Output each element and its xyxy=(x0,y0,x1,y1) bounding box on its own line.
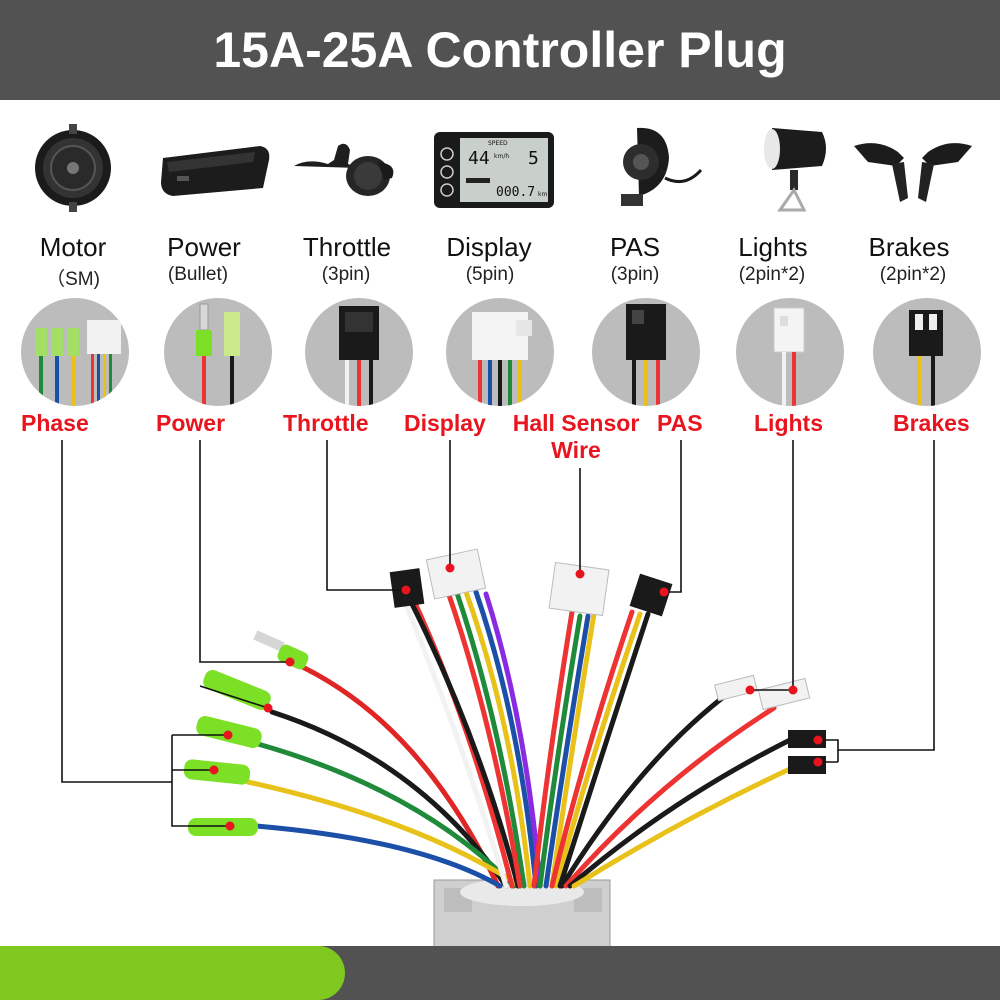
power-name: Power xyxy=(167,232,241,262)
pas-name: PAS xyxy=(609,232,661,262)
phase-plug-closeup xyxy=(21,298,129,406)
display-odo-unit: km xyxy=(538,191,547,198)
display-name: Display xyxy=(446,232,532,262)
throttle-sub: (3pin) xyxy=(321,264,371,285)
pas-sensor-icon xyxy=(605,118,715,218)
pas-sub: (3pin) xyxy=(610,264,660,285)
label-power: Power xyxy=(156,410,226,436)
hall-sensor-connector xyxy=(548,561,610,617)
wire-bundle xyxy=(245,587,795,889)
callout-dots xyxy=(209,563,823,831)
thumb-throttle-icon xyxy=(288,118,398,218)
throttle-plug-closeup xyxy=(305,298,413,406)
power-bullet-connector xyxy=(253,630,309,670)
phase-bullet-connectors xyxy=(183,670,271,836)
label-hall-wire: Wire xyxy=(551,437,601,463)
hub-motor-icon xyxy=(18,118,128,218)
power-plug-closeup xyxy=(164,298,272,406)
lights-plug-closeup xyxy=(736,298,844,406)
lights-sub: (2pin*2) xyxy=(738,264,806,285)
lights-connectors xyxy=(714,674,811,711)
power-sub: (Bullet) xyxy=(167,264,229,285)
display-connector xyxy=(425,548,487,600)
motor-name: Motor xyxy=(39,232,107,262)
label-throttle: Throttle xyxy=(283,410,369,436)
brakes-name: Brakes xyxy=(868,232,950,262)
page-title: 15A-25A Controller Plug xyxy=(213,22,787,78)
brakes-sub: (2pin*2) xyxy=(879,264,947,285)
display-odo-value: 000.7 xyxy=(496,185,535,200)
label-hall-sensor: Hall Sensor xyxy=(512,410,640,436)
brake-lever-icon xyxy=(848,118,978,218)
label-pas: PAS xyxy=(657,410,703,436)
label-phase: Phase xyxy=(21,410,89,436)
pas-plug-closeup xyxy=(592,298,700,406)
label-display: Display xyxy=(404,410,486,436)
battery-icon xyxy=(155,118,275,218)
headlight-icon xyxy=(742,118,852,218)
display-speed-value: 44 xyxy=(468,148,490,169)
footer-accent xyxy=(0,946,345,1000)
lcd-display-icon: SPEED 44 km/h 5 000.7 km xyxy=(432,130,556,212)
display-speed-unit: km/h xyxy=(494,153,509,160)
display-sub: (5pin) xyxy=(465,264,515,285)
display-gear-value: 5 xyxy=(528,148,539,169)
controller-box xyxy=(433,878,611,951)
label-lights: Lights xyxy=(754,410,823,436)
display-speed-label: SPEED xyxy=(488,140,508,147)
throttle-name: Throttle xyxy=(302,232,392,262)
label-brakes: Brakes xyxy=(893,410,970,436)
header-bar xyxy=(0,0,1000,100)
motor-sub: （SM) xyxy=(46,269,100,290)
pas-connector xyxy=(629,573,673,617)
callout-lines xyxy=(61,440,935,827)
display-plug-closeup xyxy=(446,298,554,406)
brakes-plug-closeup xyxy=(873,298,981,406)
lights-name: Lights xyxy=(738,232,808,262)
